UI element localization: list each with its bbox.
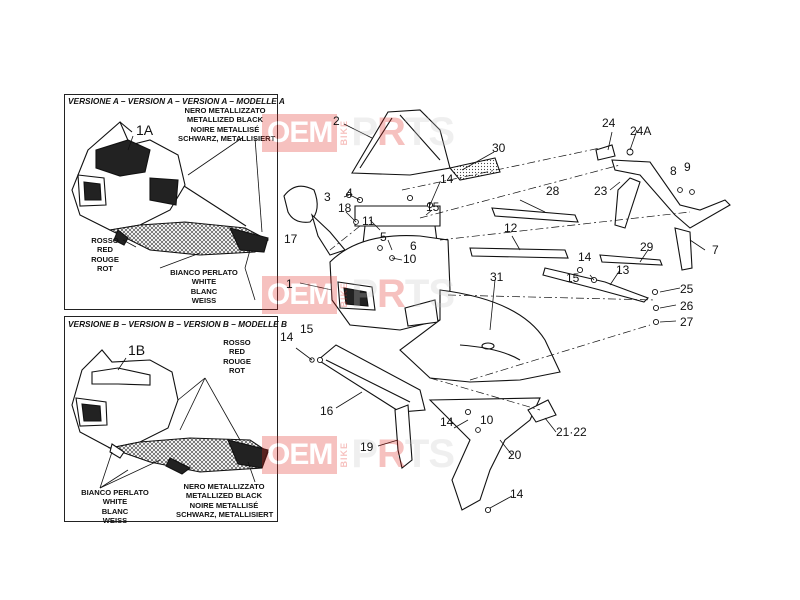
fairing-b-drawing	[71, 349, 269, 475]
callout-10-low: 10	[480, 413, 494, 427]
callout-7: 7	[712, 243, 719, 257]
callout-16: 16	[320, 404, 334, 418]
callout-18: 18	[338, 201, 352, 215]
callout-13: 13	[616, 263, 630, 277]
callout-24a: 24A	[630, 124, 652, 138]
callout-5: 5	[380, 230, 387, 244]
callout-4: 4	[346, 186, 353, 200]
callout-1b: 1B	[128, 342, 146, 358]
callout-1a: 1A	[136, 122, 154, 138]
leaders-b	[99, 357, 256, 489]
callout-part-20: 20	[508, 448, 522, 462]
callout-15-top: 15	[426, 200, 440, 214]
assembly-lines	[329, 147, 691, 411]
callout-28: 28	[546, 184, 560, 198]
fairing-a-drawing	[71, 121, 269, 256]
callout-29: 29	[640, 240, 654, 254]
callout-14-mid: 14	[578, 250, 592, 264]
callout-parts-21-22: 21·22	[556, 425, 587, 439]
callout-27: 27	[680, 315, 694, 329]
callout-23: 23	[594, 184, 608, 198]
callout-9: 9	[684, 160, 691, 174]
version-a-header: VERSIONE A – VERSION A – VERSION A – MOD…	[68, 96, 285, 106]
callout-19: 19	[360, 440, 374, 454]
callout-14-top: 14	[440, 172, 454, 186]
callout-30: 30	[492, 141, 506, 155]
callout-8: 8	[670, 164, 677, 178]
callout-17: 17	[284, 232, 298, 246]
callout-25: 25	[680, 282, 694, 296]
callout-14-left: 14	[280, 330, 294, 344]
leaders-a	[122, 135, 263, 301]
callout-15-mid: 15	[566, 271, 580, 285]
callout-6: 6	[410, 239, 417, 253]
main-exploded-view	[283, 109, 731, 511]
callout-14-bottom: 14	[510, 487, 524, 501]
callout-14-low: 14	[440, 415, 454, 429]
callout-1: 1	[286, 277, 293, 291]
callout-26: 26	[680, 299, 694, 313]
callout-31: 31	[490, 270, 504, 284]
callout-15-left: 15	[300, 322, 314, 336]
callout-2: 2	[333, 114, 340, 128]
callout-12: 12	[504, 221, 518, 235]
callout-10-top: 10	[403, 252, 417, 266]
leaders-main	[295, 123, 706, 509]
callout-24: 24	[602, 116, 616, 130]
version-b-header: VERSIONE B – VERSION B – VERSION B – MOD…	[68, 319, 287, 329]
callout-11: 11	[362, 214, 375, 228]
callout-3: 3	[324, 190, 331, 204]
